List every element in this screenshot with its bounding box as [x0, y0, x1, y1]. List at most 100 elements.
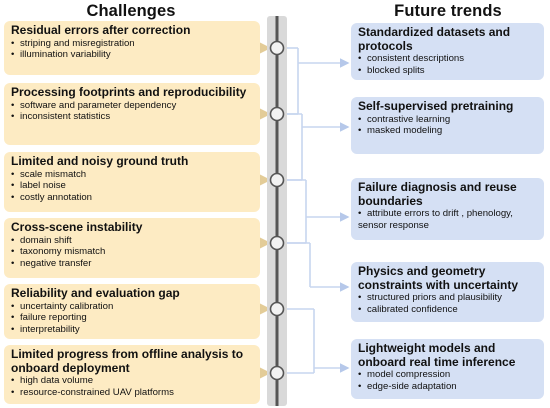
trend-box-1: Standardized datasets and protocols•cons… — [351, 23, 544, 80]
challenge-box-6: Limited progress from offline analysis t… — [4, 345, 260, 404]
trend-bullet-list: •attribute errors to drift , phenology, … — [358, 208, 537, 232]
bullet-icon: • — [358, 369, 362, 380]
bullet-icon: • — [358, 53, 362, 64]
bullet-icon: • — [11, 312, 15, 324]
trend-box-5: Lightweight models and onboard real time… — [351, 339, 544, 399]
challenge-title: Limited progress from offline analysis t… — [11, 347, 244, 375]
bullet-icon: • — [11, 192, 15, 204]
challenge-title: Limited and noisy ground truth — [11, 154, 189, 168]
trend-bullet-list: • structured priors and plausibility • cali… — [358, 292, 537, 316]
challenge-box-3: Limited and noisy ground truth•scale mis… — [4, 152, 260, 212]
bullet-icon: • — [11, 234, 15, 246]
trend-bullet-text: contrastive learning — [367, 113, 451, 125]
challenge-bullet-item: • inconsistent statistics — [11, 111, 253, 123]
bullet-icon: • — [11, 386, 15, 398]
challenge-bullet-item: •failure reporting — [11, 312, 253, 324]
bullet-icon: • — [11, 324, 15, 336]
trend-bullet-list: •contrastive learning• masked modeling — [358, 114, 537, 138]
challenge-bullet-item: •scale mismatch — [11, 169, 253, 181]
challenge-bullet-list: • software and parameter dependency • incon… — [11, 100, 253, 124]
trend-bullet-item: •edge-side adaptation — [358, 381, 537, 393]
challenge-bullet-item: • resource-constrained UAV platforms — [11, 387, 253, 399]
challenge-bullet-list: •uncertainty calibration•failure reporti… — [11, 301, 253, 336]
challenge-bullet-text: label noise — [20, 180, 66, 192]
trend-box-3: Failure diagnosis and reuse boundaries•a… — [351, 178, 544, 240]
bullet-icon: • — [358, 64, 362, 76]
spine-background — [267, 16, 287, 406]
challenge-box-1: Residual errors after correction•stripin… — [4, 21, 260, 75]
trend-bullet-item: •consistent descriptions — [358, 53, 537, 65]
challenge-bullet-list: •scale mismatch•label noise•costly annot… — [11, 169, 253, 204]
trend-bullet-text: calibrated confidence — [367, 303, 458, 315]
challenge-box-5: Reliability and evaluation gap•uncertain… — [4, 284, 260, 339]
challenge-bullet-item: •illumination variability — [11, 49, 253, 61]
trend-bullet-text: masked modeling — [367, 125, 443, 137]
challenge-bullet-text: domain shift — [20, 234, 72, 246]
trend-title: Failure diagnosis and reuse boundaries — [358, 180, 517, 208]
spine-node — [269, 235, 285, 251]
challenge-bullet-item: •uncertainty calibration — [11, 301, 253, 313]
central-spine — [267, 16, 287, 406]
challenge-bullet-text: resource-constrained UAV platforms — [20, 386, 174, 398]
challenge-bullet-text: negative transfer — [20, 258, 92, 270]
trend-bullet-item: •contrastive learning — [358, 114, 537, 126]
bullet-icon: • — [11, 99, 15, 111]
challenge-bullet-item: •interpretability — [11, 324, 253, 336]
trend-bullet-list: • model compression•edge-side adaptation — [358, 369, 537, 393]
bullet-icon: • — [11, 300, 15, 312]
challenge-title: Processing footprints and reproducibilit… — [11, 85, 247, 99]
trend-bullet-item: •blocked splits — [358, 65, 537, 77]
spine-node — [269, 40, 285, 56]
trend-title: Lightweight models and onboard real time… — [358, 341, 516, 369]
challenge-bullet-item: • software and parameter dependency — [11, 100, 253, 112]
trend-bullet-list: •consistent descriptions•blocked splits — [358, 53, 537, 77]
bullet-icon: • — [11, 37, 15, 49]
challenge-bullet-item: •taxonomy mismatch — [11, 246, 253, 258]
trend-bullet-item: • masked modeling — [358, 125, 537, 137]
spine-node — [269, 365, 285, 381]
trend-bullet-item: • model compression — [358, 369, 537, 381]
challenge-bullet-item: • domain shift — [11, 235, 253, 247]
trend-title: Self-supervised pretraining — [358, 99, 514, 113]
trend-title: Physics and geometry constraints with un… — [358, 264, 519, 292]
challenge-bullet-text: illumination variability — [20, 49, 111, 61]
challenge-bullet-text: software and parameter dependency — [20, 99, 177, 111]
trend-title: Standardized datasets and protocols — [358, 25, 511, 53]
bullet-icon: • — [11, 168, 15, 180]
trend-box-4: Physics and geometry constraints with un… — [351, 262, 544, 322]
trend-bullet-text: structured priors and plausibility — [367, 292, 502, 303]
challenge-box-2: Processing footprints and reproducibilit… — [4, 83, 260, 145]
trend-bullet-text: model compression — [367, 369, 451, 380]
challenge-bullet-list: •striping and misregistration•illuminati… — [11, 38, 253, 62]
bullet-icon: • — [358, 125, 362, 137]
bullet-icon: • — [11, 246, 15, 258]
bullet-icon: • — [11, 258, 15, 270]
trend-bullet-text: edge-side adaptation — [367, 380, 457, 392]
spine-node — [269, 301, 285, 317]
challenge-bullet-item: • label noise — [11, 180, 253, 192]
challenge-bullet-item: •striping and misregistration — [11, 38, 253, 50]
bullet-icon: • — [358, 292, 362, 303]
trend-bullet-item: •attribute errors to drift , phenology, … — [358, 208, 537, 232]
trend-box-2: Self-supervised pretraining•contrastive … — [351, 97, 544, 154]
challenge-bullet-item: • costly annotation — [11, 192, 253, 204]
challenge-bullet-item: •high data volume — [11, 375, 253, 387]
challenge-bullet-item: • negative transfer — [11, 258, 253, 270]
bullet-icon: • — [11, 180, 15, 192]
challenge-bullet-list: •high data volume• resource-constrained U… — [11, 375, 253, 399]
bullet-icon: • — [358, 303, 362, 315]
challenge-bullet-text: inconsistent statistics — [20, 111, 111, 123]
challenges-heading: Challenges — [86, 2, 176, 20]
trend-bullet-item: • structured priors and plausibility — [358, 292, 537, 304]
challenge-bullet-text: costly annotation — [20, 192, 92, 204]
challenge-arrows — [253, 39, 271, 382]
challenge-bullet-list: • domain shift•taxonomy mismatch• negative… — [11, 235, 253, 270]
bullet-icon: • — [358, 208, 362, 219]
spine-node — [269, 106, 285, 122]
bullet-icon: • — [11, 111, 15, 123]
bullet-icon: • — [11, 375, 15, 386]
challenge-title: Cross-scene instability — [11, 220, 143, 234]
challenge-title: Reliability and evaluation gap — [11, 286, 180, 300]
challenge-box-4: Cross-scene instability•domain shift•tax… — [4, 218, 260, 278]
spine-nodes — [269, 40, 285, 381]
